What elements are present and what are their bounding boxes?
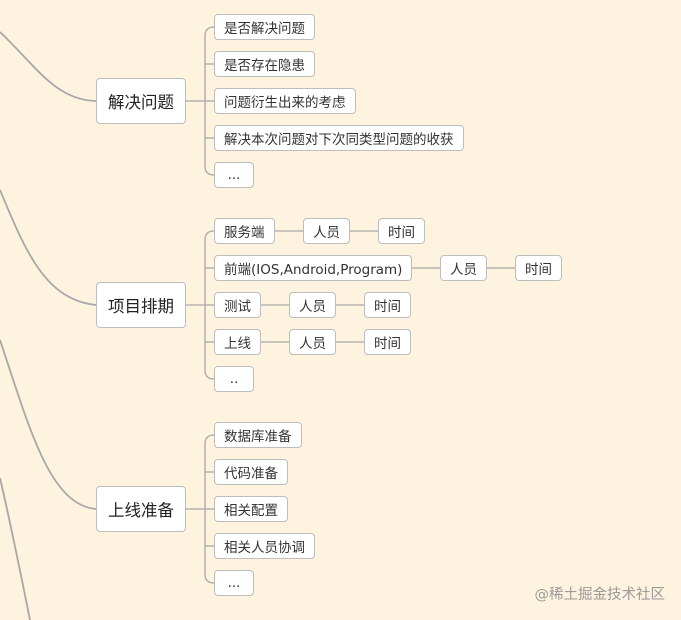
time-node[interactable]: 时间 [364,329,411,355]
connector-curve [204,230,215,241]
leaf-node[interactable]: 是否存在隐患 [214,51,315,77]
leaf-node[interactable]: 数据库准备 [214,422,302,448]
time-node[interactable]: 时间 [515,255,562,281]
connector-curve [204,434,215,445]
person-node[interactable]: 人员 [440,255,487,281]
connector-curve [0,31,97,102]
person-node[interactable]: 人员 [289,292,336,318]
leaf-node[interactable]: 前端(IOS,Android,Program) [214,255,413,281]
leaf-node[interactable]: 测试 [214,292,261,318]
connector-curve [204,26,215,37]
branch-node[interactable]: 上线准备 [96,486,186,532]
watermark: @稀土掘金技术社区 [534,587,666,603]
leaf-node[interactable]: ... [214,162,254,188]
connector-curve [204,165,215,176]
connector-curve [0,189,97,306]
leaf-node[interactable]: 是否解决问题 [214,14,315,40]
leaf-node[interactable]: .. [214,366,254,392]
person-node[interactable]: 人员 [289,329,336,355]
branch-node[interactable]: 解决问题 [96,78,186,124]
connector-curve [0,477,31,620]
time-node[interactable]: 时间 [364,292,411,318]
leaf-node[interactable]: 服务端 [214,218,275,244]
leaf-node[interactable]: 相关配置 [214,496,288,522]
time-node[interactable]: 时间 [378,218,425,244]
leaf-node[interactable]: 相关人员协调 [214,533,315,559]
leaf-node[interactable]: ... [214,570,254,596]
connector-curve [0,339,97,510]
person-node[interactable]: 人员 [303,218,350,244]
leaf-node[interactable]: 问题衍生出来的考虑 [214,88,356,114]
leaf-node[interactable]: 上线 [214,329,261,355]
leaf-node[interactable]: 代码准备 [214,459,288,485]
connector-curve [204,573,215,584]
leaf-node[interactable]: 解决本次问题对下次同类型问题的收获 [214,125,464,151]
connector-curve [204,369,215,380]
branch-node[interactable]: 项目排期 [96,282,186,328]
